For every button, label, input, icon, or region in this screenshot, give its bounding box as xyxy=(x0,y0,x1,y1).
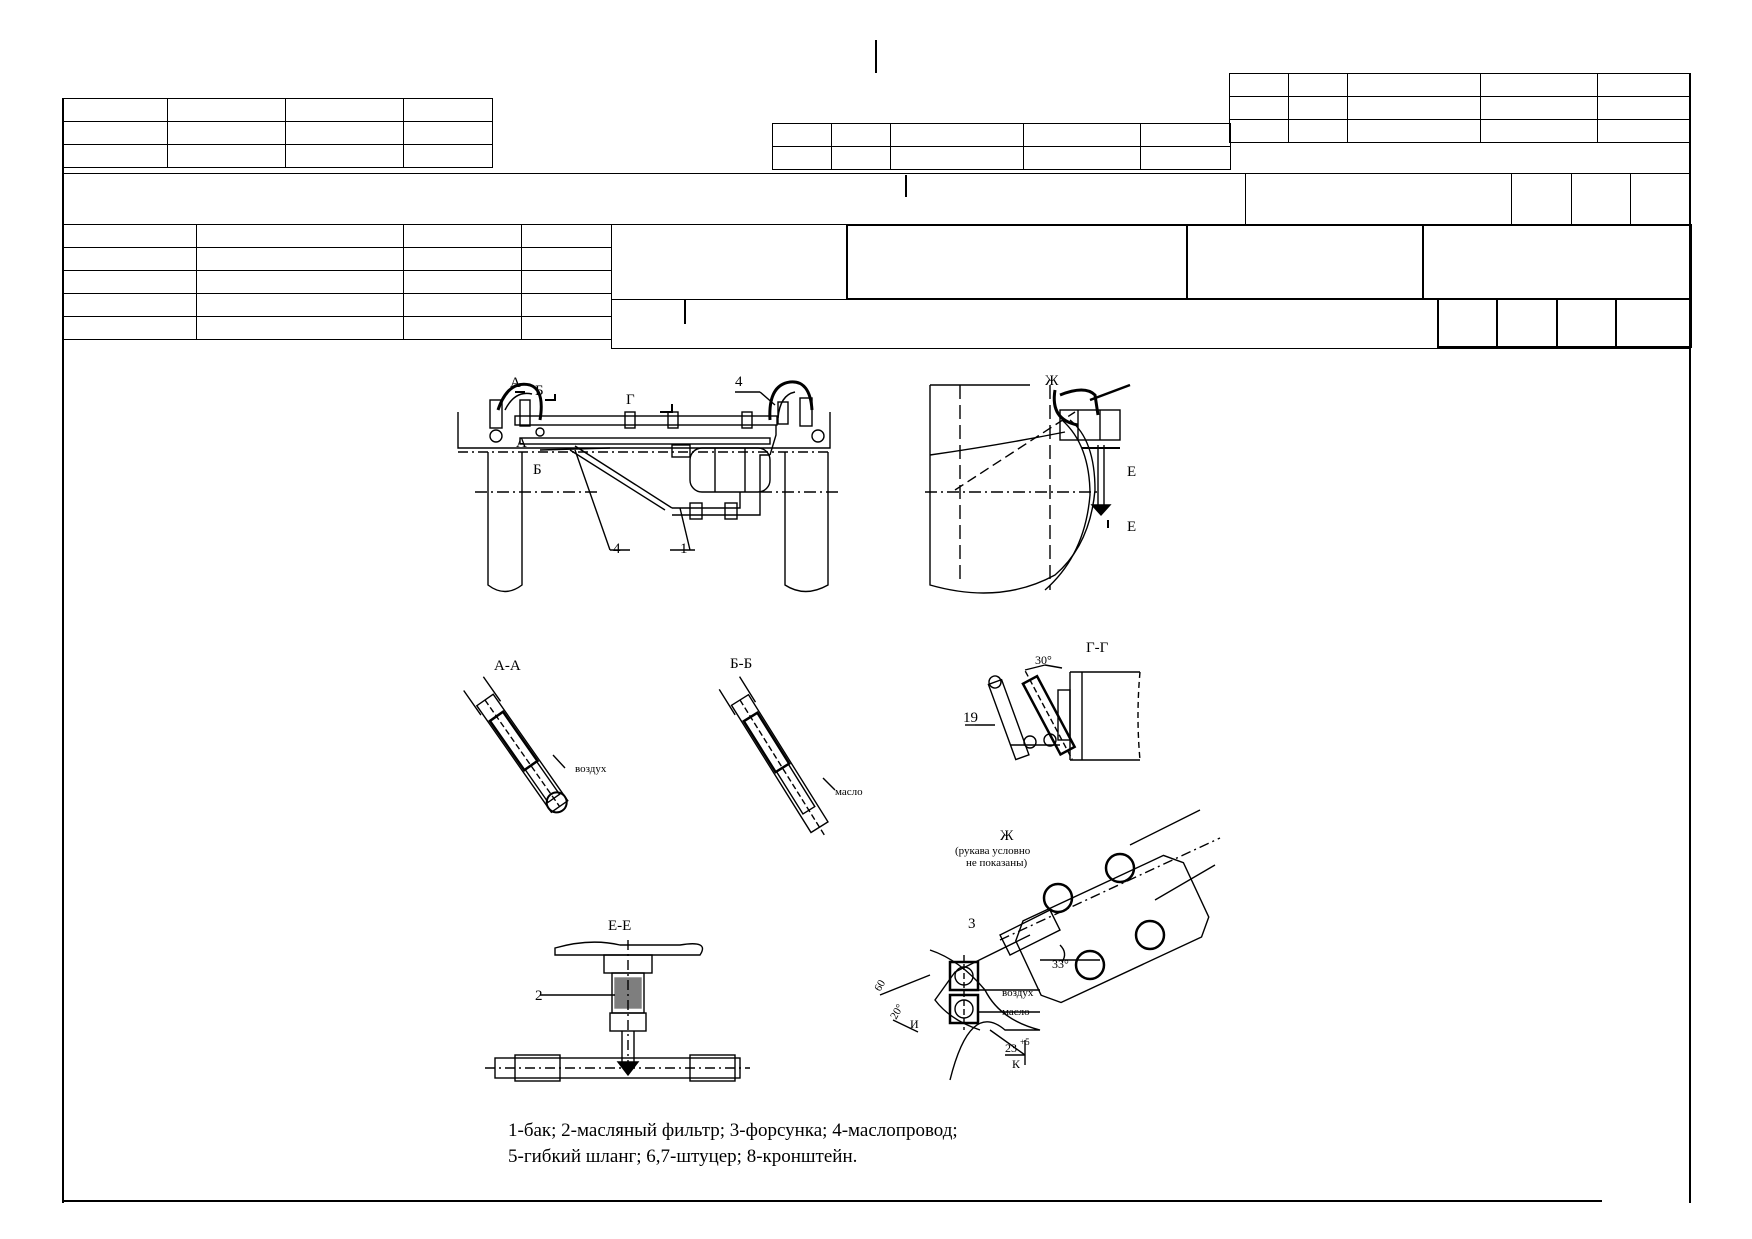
frame-right-border xyxy=(1689,73,1691,1203)
main-label-g: Г xyxy=(626,392,635,408)
frame-top-tick xyxy=(875,40,877,73)
side-label-zh: Ж xyxy=(1045,373,1059,389)
main-label-a-bottom: А xyxy=(516,435,527,451)
view-zh-dim-20: 20° xyxy=(888,1002,906,1021)
section-bb-note: масло xyxy=(835,786,863,798)
view-zh-callout-3: 3 xyxy=(968,916,976,932)
section-ee-title: Е-Е xyxy=(608,918,631,934)
main-callout-4-bottom: 4 xyxy=(613,541,621,557)
stamp-bold-cells xyxy=(1437,298,1692,348)
view-zh-dim-23: 23 xyxy=(1005,1041,1017,1055)
view-zh-subtitle-line1: (рукава условно xyxy=(955,845,1031,857)
section-ee xyxy=(485,940,750,1082)
main-label-a-top: А xyxy=(510,375,521,391)
view-zh-dim-23-tolerance: +5 xyxy=(1020,1037,1030,1047)
stamp-wide-tick xyxy=(905,175,907,197)
view-zh-dim-60: 60 xyxy=(872,978,888,994)
section-aa-note: воздух xyxy=(575,763,607,775)
view-zh xyxy=(879,809,1221,1081)
view-zh-dim-i: И xyxy=(910,1017,919,1031)
drawing-legend: 1-бак; 2-масляный фильтр; 3-форсунка; 4-… xyxy=(508,1118,958,1170)
section-bb xyxy=(718,676,836,837)
view-zh-note-air: воздух xyxy=(1002,987,1034,999)
section-gg-callout-19: 19 xyxy=(963,710,978,726)
section-gg-title: Г-Г xyxy=(1086,640,1109,656)
view-zh-note-oil: масло xyxy=(1002,1006,1030,1018)
main-label-b-top: Б xyxy=(535,383,544,399)
legend-line-2: 5-гибкий шланг; 6,7-штуцер; 8-кронштейн. xyxy=(508,1146,858,1167)
stamp-middle-top xyxy=(772,123,1231,170)
main-front-view xyxy=(457,380,840,593)
section-aa xyxy=(463,676,569,814)
section-gg xyxy=(965,664,1141,761)
main-callout-4-top: 4 xyxy=(735,374,743,390)
side-label-e-top: Е xyxy=(1127,464,1136,480)
section-bb-title: Б-Б xyxy=(730,656,752,672)
frame-left-border xyxy=(62,98,64,1203)
view-zh-dim-k: К xyxy=(1012,1057,1021,1071)
stamp-wide-row xyxy=(63,173,1691,225)
side-view xyxy=(925,383,1131,594)
section-gg-angle: 30° xyxy=(1035,653,1052,667)
stamp-right-top xyxy=(1229,73,1691,143)
section-ee-callout-2: 2 xyxy=(535,988,543,1004)
stamp-title-tick xyxy=(684,300,686,324)
main-label-b-bottom: Б xyxy=(533,462,542,478)
main-callout-1: 1 xyxy=(680,541,688,557)
stamp-left-top xyxy=(63,98,493,168)
legend-line-1: 1-бак; 2-масляный фильтр; 3-форсунка; 4-… xyxy=(508,1120,958,1141)
frame-bottom-border xyxy=(62,1200,1602,1202)
view-zh-angle: 33° xyxy=(1052,957,1069,971)
stamp-left-bottom xyxy=(63,224,612,340)
side-label-e-bottom: Е xyxy=(1127,519,1136,535)
section-aa-title: А-А xyxy=(494,658,521,674)
stamp-bold-box xyxy=(846,224,1692,300)
view-zh-title: Ж xyxy=(1000,828,1014,844)
view-zh-subtitle-line2: не показаны) xyxy=(966,857,1027,869)
